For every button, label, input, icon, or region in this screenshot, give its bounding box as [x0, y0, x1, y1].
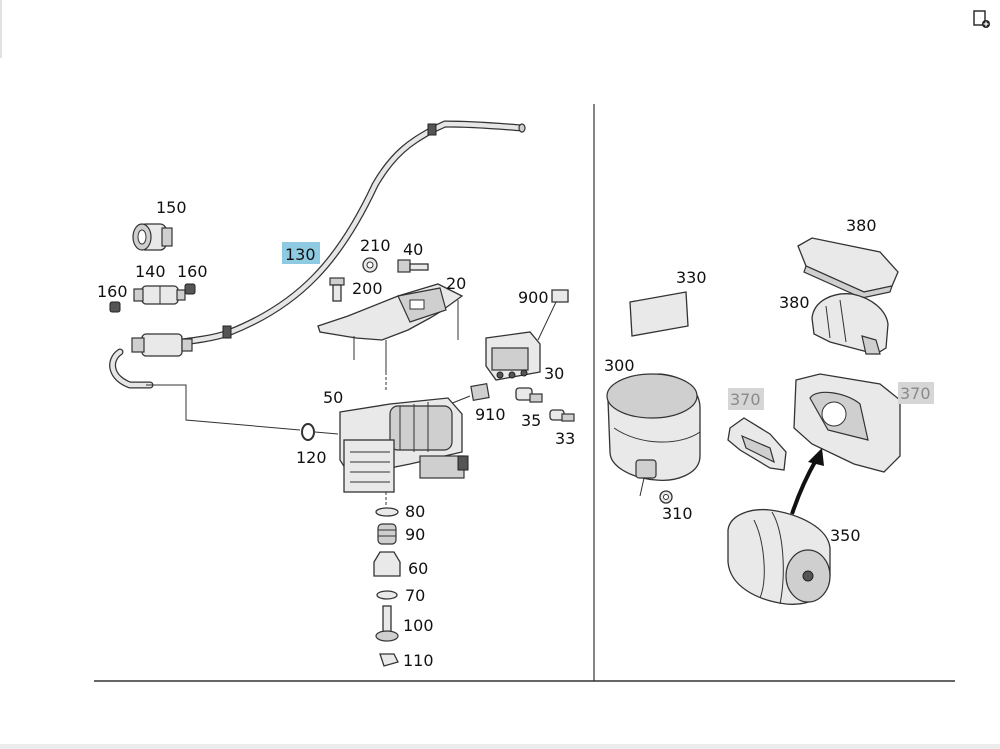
part-40-fitting[interactable]: [397, 259, 429, 273]
part-370-clip[interactable]: [727, 417, 787, 471]
part-60-mount[interactable]: [373, 551, 401, 577]
part-90-spring[interactable]: [377, 523, 397, 545]
part-80-washer[interactable]: [375, 507, 399, 517]
callout-20[interactable]: 20: [446, 274, 466, 293]
callout-40[interactable]: 40: [403, 240, 423, 259]
callout-150[interactable]: 150: [156, 198, 187, 217]
left-edge-divider: [0, 0, 2, 58]
callout-80[interactable]: 80: [405, 502, 425, 521]
callout-120[interactable]: 120: [296, 448, 327, 467]
callout-370-clip-highlight: [728, 388, 764, 410]
callout-380-cover[interactable]: 380: [779, 293, 810, 312]
part-130-hose[interactable]: [109, 120, 526, 389]
part-20-bracket[interactable]: [317, 283, 464, 392]
bottom-scroll-strip: [0, 744, 1000, 749]
part-30-valve-block[interactable]: [485, 331, 541, 381]
callout-200[interactable]: 200: [352, 279, 383, 298]
callout-900[interactable]: 900: [518, 288, 549, 307]
callout-210[interactable]: 210: [360, 236, 391, 255]
callout-350[interactable]: 350: [830, 526, 861, 545]
callout-910[interactable]: 910: [475, 405, 506, 424]
callout-300[interactable]: 300: [604, 356, 635, 375]
part-160-cap-left[interactable]: [109, 301, 121, 313]
part-330-pad[interactable]: [629, 291, 689, 337]
callout-110[interactable]: 110: [403, 651, 434, 670]
callout-100[interactable]: 100: [403, 616, 434, 635]
callout-90[interactable]: 90: [405, 525, 425, 544]
part-110-nut[interactable]: [379, 653, 399, 667]
callout-370-housing-highlight: [898, 382, 934, 404]
part-200-bolt[interactable]: [329, 277, 345, 302]
part-350-reservoir[interactable]: [727, 508, 831, 605]
part-210-nut[interactable]: [362, 257, 378, 273]
part-35-fitting[interactable]: [515, 387, 543, 403]
callout-310[interactable]: 310: [662, 504, 693, 523]
part-900-connector[interactable]: [537, 289, 569, 341]
callout-60[interactable]: 60: [408, 559, 428, 578]
part-33-fitting[interactable]: [549, 409, 575, 422]
part-380-cover[interactable]: [811, 293, 889, 355]
callout-130[interactable]: 130: [285, 245, 316, 264]
part-380-lid[interactable]: [797, 237, 899, 299]
add-page-button[interactable]: [972, 9, 992, 29]
part-300-reservoir[interactable]: [606, 373, 701, 497]
part-70-washer[interactable]: [376, 590, 398, 600]
callout-70[interactable]: 70: [405, 586, 425, 605]
callout-160-left[interactable]: 160: [97, 282, 128, 301]
callout-380-top[interactable]: 380: [846, 216, 877, 235]
callout-33[interactable]: 33: [555, 429, 575, 448]
callout-30[interactable]: 30: [544, 364, 564, 383]
add-page-icon: [973, 10, 990, 28]
callout-140[interactable]: 140: [135, 262, 166, 281]
part-310-fitting[interactable]: [659, 490, 673, 504]
callout-370-clip[interactable]: 370: [730, 390, 761, 409]
part-50-compressor[interactable]: [339, 397, 469, 493]
left-panel: 150 130 210 40 140 160 160 200 20 900 30…: [97, 120, 575, 670]
part-100-bolt[interactable]: [375, 605, 399, 642]
part-140-inline-filter[interactable]: [131, 333, 193, 357]
part-150-air-filter[interactable]: [132, 223, 173, 251]
callout-35[interactable]: 35: [521, 411, 541, 430]
arrow-mount-direction: [790, 448, 824, 515]
callout-130-highlight: [282, 242, 320, 264]
callout-330[interactable]: 330: [676, 268, 707, 287]
right-panel: 330 380 380 300 370 370 310 350: [604, 216, 934, 605]
callout-370-housing[interactable]: 370: [900, 384, 931, 403]
callout-160-right[interactable]: 160: [177, 262, 208, 281]
part-370-housing[interactable]: [793, 373, 901, 473]
callout-50[interactable]: 50: [323, 388, 343, 407]
part-160-cap-right[interactable]: [184, 283, 196, 295]
part-120-clamp[interactable]: [146, 384, 339, 441]
part-140-filter[interactable]: [133, 285, 186, 305]
